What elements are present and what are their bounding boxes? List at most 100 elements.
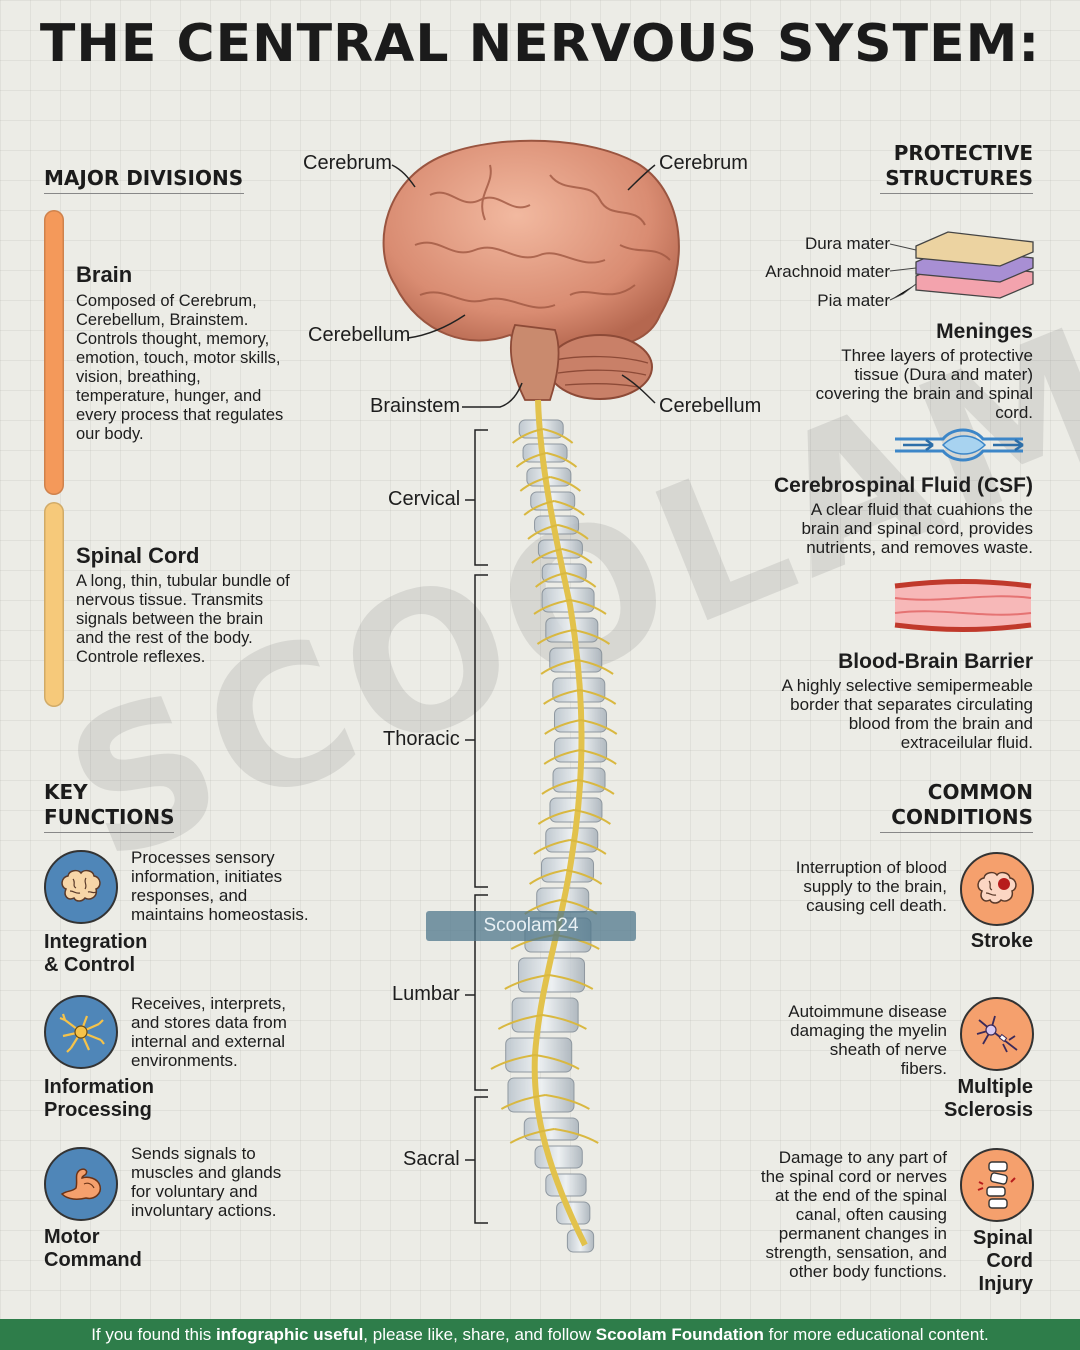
key-functions-heading: KEY FUNCTIONS: [44, 780, 175, 833]
label-brainstem: Brainstem: [370, 395, 461, 417]
nerve-root-7L: [533, 599, 571, 615]
footer-text-mid: , please like, share, and follow: [363, 1325, 596, 1344]
nerve-root-7R: [569, 599, 607, 615]
nerve-root-12R: [579, 749, 617, 765]
conditions-heading-line1: COMMON: [927, 780, 1033, 804]
information-processing-title-line1: Information: [44, 1076, 154, 1098]
nerve-root-0L: [512, 428, 543, 444]
nerve-root-15R: [569, 839, 607, 855]
nerve-root-15L: [533, 839, 571, 855]
scoolam-tag: Scoolam24: [426, 911, 636, 941]
meninges-description: Three layers of protective tissue (Dura …: [815, 346, 1033, 422]
nerve-root-6L: [535, 572, 566, 588]
nerve-root-10L: [543, 689, 580, 705]
sci-title: Spinal Cord Injury: [880, 1227, 1033, 1296]
sci-title-line3: Injury: [978, 1273, 1033, 1295]
footer-banner: If you found this infographic useful, pl…: [0, 1319, 1080, 1350]
nerve-root-11R: [580, 719, 618, 735]
sci-title-line1: Spinal: [972, 1227, 1033, 1249]
nerve-root-13L: [541, 779, 579, 795]
csf-title: Cerebrospinal Fluid (CSF): [773, 474, 1033, 497]
csf-flow-icon: [895, 428, 1024, 462]
nerve-root-4R: [557, 524, 589, 540]
label-lumbar: Lumbar: [392, 983, 460, 1005]
nerve-root-5L: [531, 548, 563, 564]
sci-title-line2: Cord: [986, 1250, 1033, 1272]
stroke-title: Stroke: [970, 930, 1033, 952]
meninges-layer-arachnoid: Arachnoid mater: [765, 262, 890, 281]
nerve-root-2R: [550, 476, 581, 492]
conditions-heading-line2: CONDITIONS: [891, 805, 1033, 829]
cns-illustration: [382, 139, 680, 1253]
nerve-root-5R: [561, 548, 593, 564]
protective-heading-line2: STRUCTURES: [885, 166, 1033, 190]
protective-heading-line1: PROTECTIVE: [893, 141, 1033, 165]
footer-text-bold2: Scoolam Foundation: [595, 1325, 764, 1344]
nerve-root-10R: [579, 689, 617, 705]
ms-title-line1: Multiple: [957, 1076, 1033, 1098]
information-processing-title: Information Processing: [44, 1076, 154, 1122]
nerve-root-22R: [545, 1094, 590, 1110]
nerve-root-4L: [527, 524, 559, 540]
nerve-root-14R: [574, 809, 611, 825]
nerve-root-16L: [529, 869, 566, 885]
motor-command-description: Sends signals to muscles and glands for …: [131, 1144, 282, 1220]
spinal-cord-title: Spinal Cord: [76, 543, 200, 568]
nerve-root-8R: [573, 629, 611, 645]
bbb-title: Blood-Brain Barrier: [838, 650, 1033, 673]
common-conditions-heading: COMMON CONDITIONS: [880, 780, 1033, 833]
vertebrae-icon: [960, 1148, 1034, 1222]
major-divisions-heading: MAJOR DIVISIONS: [44, 166, 244, 194]
label-cerebellum-right: Cerebellum: [659, 395, 762, 417]
integration-title-line2: & Control: [44, 954, 136, 976]
nerve-root-23L: [509, 1128, 555, 1144]
nerve-root-13R: [577, 779, 615, 795]
footer-text-post: for more educational content.: [763, 1325, 989, 1344]
label-sacral: Sacral: [403, 1148, 460, 1170]
muscle-icon: [44, 1147, 118, 1221]
motor-command-title-line1: Motor: [44, 1226, 100, 1248]
nerve-root-22L: [500, 1094, 546, 1110]
integration-description: Processes sensory information, initiates…: [131, 848, 309, 924]
spinal-cord-description: A long, thin, tubular bundle of nervous …: [76, 572, 290, 666]
sci-description: Damage to any part of the spinal cord or…: [760, 1148, 947, 1281]
motor-command-title: Motor Command: [44, 1226, 142, 1272]
key-functions-heading-line2: FUNCTIONS: [44, 805, 175, 829]
nerve-root-14L: [537, 809, 575, 825]
nerve-root-1R: [546, 452, 578, 468]
nerve-cell-icon: [960, 997, 1034, 1071]
nerve-root-1L: [515, 452, 547, 468]
information-processing-title-line2: Processing: [44, 1099, 152, 1121]
nerve-root-20L: [497, 1014, 543, 1030]
nerve-root-9L: [540, 659, 578, 675]
stroke-brain-icon: [960, 852, 1034, 926]
key-functions-heading-line1: KEY: [44, 780, 88, 804]
blood-brain-barrier-icon: [894, 579, 1032, 632]
protective-structures-heading: PROTECTIVE STRUCTURES: [880, 141, 1033, 194]
meninges-layer-pia: Pia mater: [817, 291, 890, 310]
stroke-description: Interruption of blood supply to the brai…: [795, 858, 947, 915]
nerve-root-3R: [553, 500, 585, 516]
nerve-root-19L: [504, 974, 549, 990]
nerve-root-20R: [542, 1014, 587, 1030]
nerve-root-21R: [534, 1054, 580, 1070]
nerve-root-8L: [536, 629, 574, 645]
label-thoracic: Thoracic: [383, 728, 460, 750]
integration-title-line1: Integration: [44, 931, 148, 953]
ms-title: Multiple Sclerosis: [880, 1076, 1033, 1122]
motor-command-title-line2: Command: [44, 1249, 142, 1271]
nerve-root-3L: [523, 500, 555, 516]
nerve-root-9R: [576, 659, 614, 675]
brain-icon: [44, 850, 118, 924]
label-cerebrum-left: Cerebrum: [303, 152, 392, 174]
label-cervical: Cervical: [388, 488, 461, 510]
footer-text-bold1: infographic useful: [215, 1325, 364, 1344]
vertebra-25: [545, 1173, 587, 1197]
meninges-title: Meninges: [936, 320, 1033, 343]
meninges-layers-icon: [889, 231, 1034, 301]
spinal-cord-color-bar: [44, 502, 64, 707]
meninges-layer-dura: Dura mater: [804, 234, 890, 253]
bbb-description: A highly selective semipermeable border …: [781, 676, 1033, 752]
nerve-root-0R: [542, 428, 574, 444]
nerve-root-19R: [548, 974, 594, 990]
